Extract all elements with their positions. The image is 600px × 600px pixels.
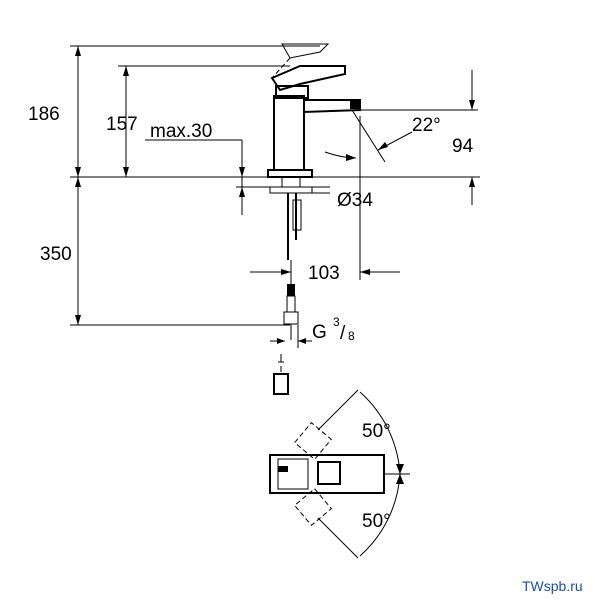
dim-reach-height: 94 [452, 136, 474, 157]
dim-rotation-bottom: 50° [362, 511, 391, 532]
dim-spout-height: 157 [106, 114, 138, 135]
bottom-dimension-lines [250, 116, 400, 348]
dim-hose-length: 350 [40, 244, 72, 265]
dim-thread-den: 8 [348, 329, 355, 343]
dim-thread-prefix: G [312, 322, 327, 343]
dim-total-height: 186 [28, 104, 60, 125]
dim-thread-num: 3 [333, 315, 340, 329]
faucet-top-view [269, 389, 410, 559]
dim-max-deck: max.30 [150, 121, 212, 142]
right-dimension-lines [324, 70, 478, 205]
watermark: TWspb.ru [522, 578, 583, 594]
dim-spout-angle: 22° [412, 115, 441, 136]
faucet-side-view [267, 43, 361, 395]
dim-reach: 103 [308, 263, 340, 284]
dim-hole-diameter: Ø34 [337, 190, 373, 211]
dim-rotation-top: 50° [362, 421, 391, 442]
dim-thread-slash: / [340, 323, 346, 344]
